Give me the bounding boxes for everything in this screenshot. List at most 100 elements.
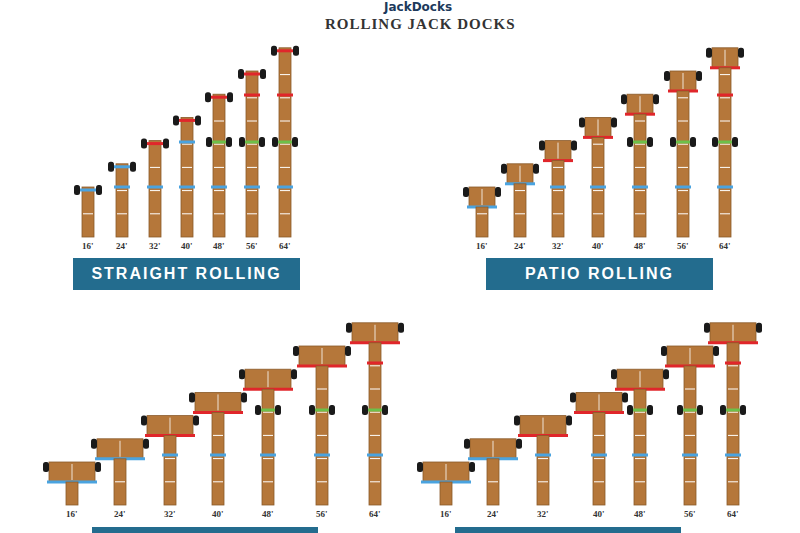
wheel bbox=[463, 187, 469, 197]
section-seam bbox=[553, 167, 563, 168]
cross-bar bbox=[114, 186, 130, 189]
dock-section bbox=[114, 459, 126, 505]
wheel bbox=[293, 346, 299, 356]
dock-platform bbox=[507, 164, 533, 184]
section-seam bbox=[635, 144, 645, 145]
dock-section bbox=[593, 412, 605, 505]
section-seam bbox=[263, 481, 273, 482]
section-seam bbox=[720, 144, 730, 145]
cross-bar bbox=[147, 186, 163, 189]
plank-seam bbox=[120, 441, 121, 457]
section-seam bbox=[115, 481, 125, 482]
dock-platform bbox=[299, 346, 345, 366]
dock-section bbox=[164, 436, 176, 505]
plank-seam bbox=[598, 119, 599, 135]
cross-bar bbox=[590, 186, 606, 189]
wheel bbox=[647, 137, 653, 147]
cross-bar bbox=[179, 141, 195, 144]
section-seam bbox=[635, 435, 645, 436]
wheel bbox=[647, 405, 653, 415]
cross-bar bbox=[632, 409, 648, 412]
dock-platform bbox=[147, 416, 193, 436]
section-seam bbox=[685, 412, 695, 413]
section-seam bbox=[214, 190, 224, 191]
wheel bbox=[570, 392, 576, 402]
section-seam bbox=[117, 190, 127, 191]
plank-seam bbox=[690, 348, 691, 364]
length-label: 40' bbox=[181, 241, 193, 251]
section-seam bbox=[593, 213, 603, 214]
wheel bbox=[469, 462, 475, 472]
wheel bbox=[259, 137, 265, 147]
wheel bbox=[495, 187, 501, 197]
section-seam bbox=[488, 481, 498, 482]
plank-seam bbox=[493, 441, 494, 457]
section-seam bbox=[720, 121, 730, 122]
section-seam bbox=[728, 458, 738, 459]
length-label: 64' bbox=[719, 241, 731, 251]
cross-bar bbox=[367, 362, 383, 365]
cross-bar bbox=[79, 189, 97, 192]
wheel bbox=[627, 405, 633, 415]
wheel bbox=[271, 46, 277, 56]
wheel bbox=[501, 164, 507, 174]
section-seam bbox=[594, 481, 604, 482]
section-seam bbox=[280, 190, 290, 191]
section-seam bbox=[538, 481, 548, 482]
dock-section bbox=[66, 482, 78, 505]
wheel bbox=[516, 439, 522, 449]
section-seam bbox=[214, 144, 224, 145]
section-seam bbox=[117, 213, 127, 214]
wheel bbox=[227, 92, 233, 102]
section-seam bbox=[280, 121, 290, 122]
length-label: 48' bbox=[634, 509, 646, 519]
wheel bbox=[720, 405, 726, 415]
section-seam bbox=[317, 458, 327, 459]
cross-bar bbox=[675, 141, 691, 144]
dock-section bbox=[262, 389, 274, 505]
section-seam bbox=[182, 144, 192, 145]
dock-platform bbox=[352, 323, 398, 343]
plank-seam bbox=[599, 394, 600, 410]
plank-seam bbox=[170, 418, 171, 434]
length-label: 16' bbox=[66, 509, 78, 519]
dock-platform bbox=[545, 141, 571, 161]
length-label: 24' bbox=[116, 241, 128, 251]
dock-platform bbox=[470, 439, 516, 459]
section-seam bbox=[370, 481, 380, 482]
wheel bbox=[272, 137, 278, 147]
section-seam bbox=[280, 144, 290, 145]
section-seam bbox=[593, 190, 603, 191]
wheel bbox=[579, 117, 585, 127]
section-seam bbox=[317, 481, 327, 482]
section-seam bbox=[720, 97, 730, 98]
length-label: 32' bbox=[552, 241, 564, 251]
section-seam bbox=[685, 435, 695, 436]
plank-seam bbox=[725, 50, 726, 66]
section-seam bbox=[317, 412, 327, 413]
wheel bbox=[291, 369, 297, 379]
plank-seam bbox=[482, 189, 483, 205]
plank-seam bbox=[733, 325, 734, 341]
banner-text: PATIO ROLLING bbox=[525, 265, 674, 283]
dock-section bbox=[213, 94, 225, 237]
wheel bbox=[205, 92, 211, 102]
cross-bar bbox=[591, 454, 607, 457]
wheel bbox=[173, 115, 179, 125]
wheel bbox=[74, 185, 80, 195]
wheel bbox=[195, 115, 201, 125]
dock-platform bbox=[585, 117, 611, 137]
dock-section bbox=[514, 184, 526, 237]
section-seam bbox=[538, 458, 548, 459]
section-seam bbox=[280, 213, 290, 214]
wheel bbox=[91, 439, 97, 449]
wheel bbox=[143, 439, 149, 449]
dock-platform bbox=[710, 323, 756, 343]
section-seam bbox=[635, 481, 645, 482]
section-seam bbox=[165, 481, 175, 482]
cross-bar bbox=[178, 119, 196, 122]
dock-platform bbox=[520, 416, 566, 436]
section-seam bbox=[247, 97, 257, 98]
cross-bar bbox=[632, 454, 648, 457]
wheel bbox=[464, 439, 470, 449]
